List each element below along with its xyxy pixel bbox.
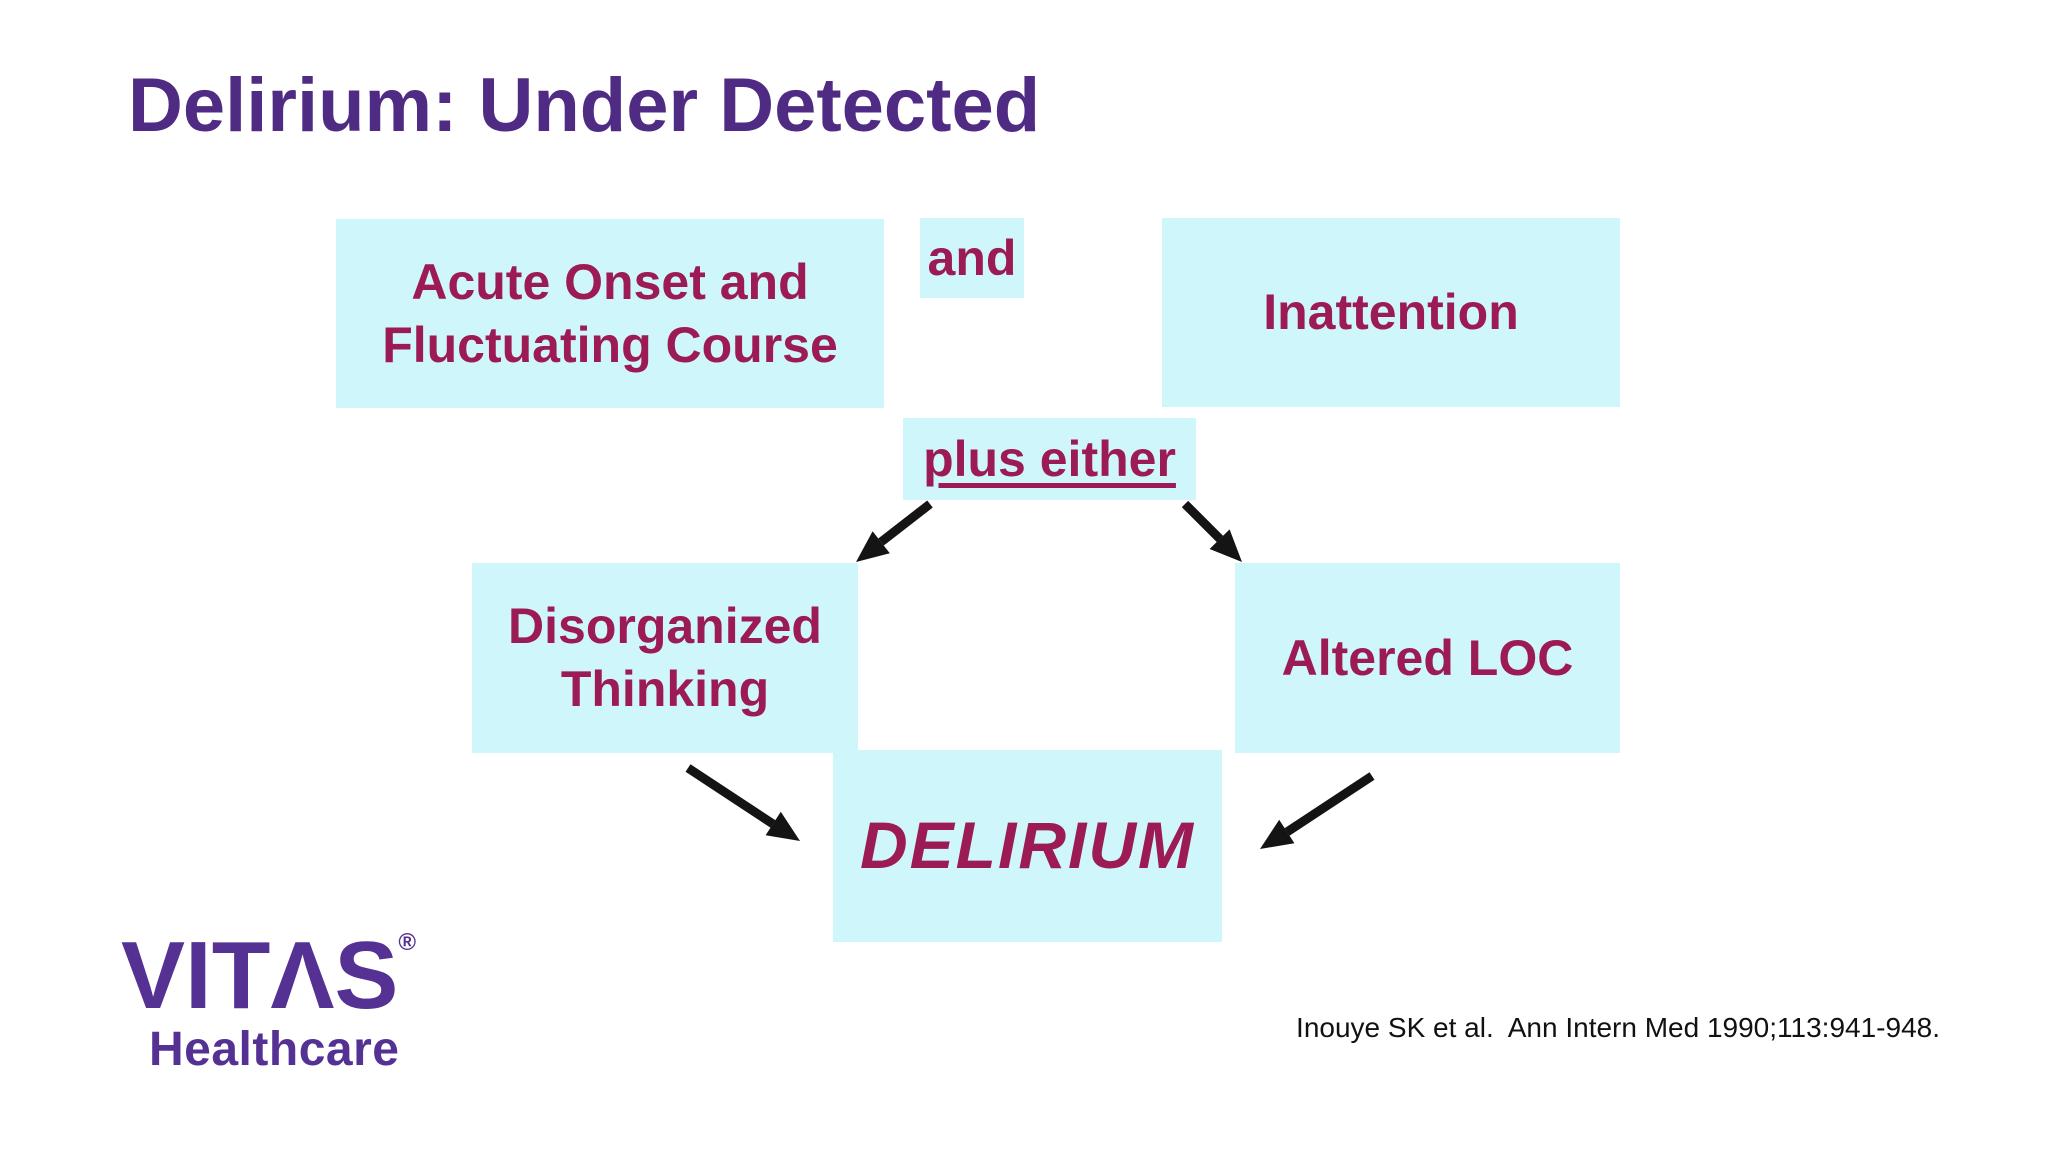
box-acute-onset-label: Acute Onset and Fluctuating Course <box>382 253 838 373</box>
box-altered-loc-label: Altered LOC <box>1281 629 1574 686</box>
box-altered-loc: Altered LOC <box>1235 563 1620 753</box>
vitas-logo: VITΛS® Healthcare <box>121 928 416 1077</box>
box-disorganized-thinking-label: Disorganized Thinking <box>508 598 822 717</box>
page-title: Delirium: Under Detected <box>128 63 1041 148</box>
arrow-altered-loc-to-delirium-icon <box>1260 772 1375 849</box>
vitas-logo-subtitle: Healthcare <box>149 1023 400 1076</box>
box-inattention: Inattention <box>1162 218 1620 407</box>
connector-and: and <box>920 218 1024 298</box>
vitas-logo-wordmark: VITΛS® <box>121 928 416 1024</box>
box-inattention-label: Inattention <box>1263 284 1519 340</box>
connector-and-label: and <box>927 229 1017 286</box>
vitas-logo-text: VITΛS <box>121 922 399 1029</box>
arrow-disorganized-to-delirium-icon <box>685 764 800 841</box>
connector-plus-either: plus either <box>903 418 1196 500</box>
box-delirium-label: DELIRIUM <box>860 808 1195 883</box>
arrow-plus-either-to-altered-loc-icon <box>1181 500 1242 562</box>
box-acute-onset: Acute Onset and Fluctuating Course <box>336 219 884 408</box>
box-delirium: DELIRIUM <box>833 750 1222 942</box>
box-disorganized-thinking: Disorganized Thinking <box>472 563 858 753</box>
arrow-plus-either-to-disorganized-icon <box>856 500 933 562</box>
registered-trademark-icon: ® <box>398 929 417 956</box>
citation-text: Inouye SK et al. Ann Intern Med 1990;113… <box>1296 1012 1940 1043</box>
connector-plus-either-label: plus either <box>923 430 1176 487</box>
